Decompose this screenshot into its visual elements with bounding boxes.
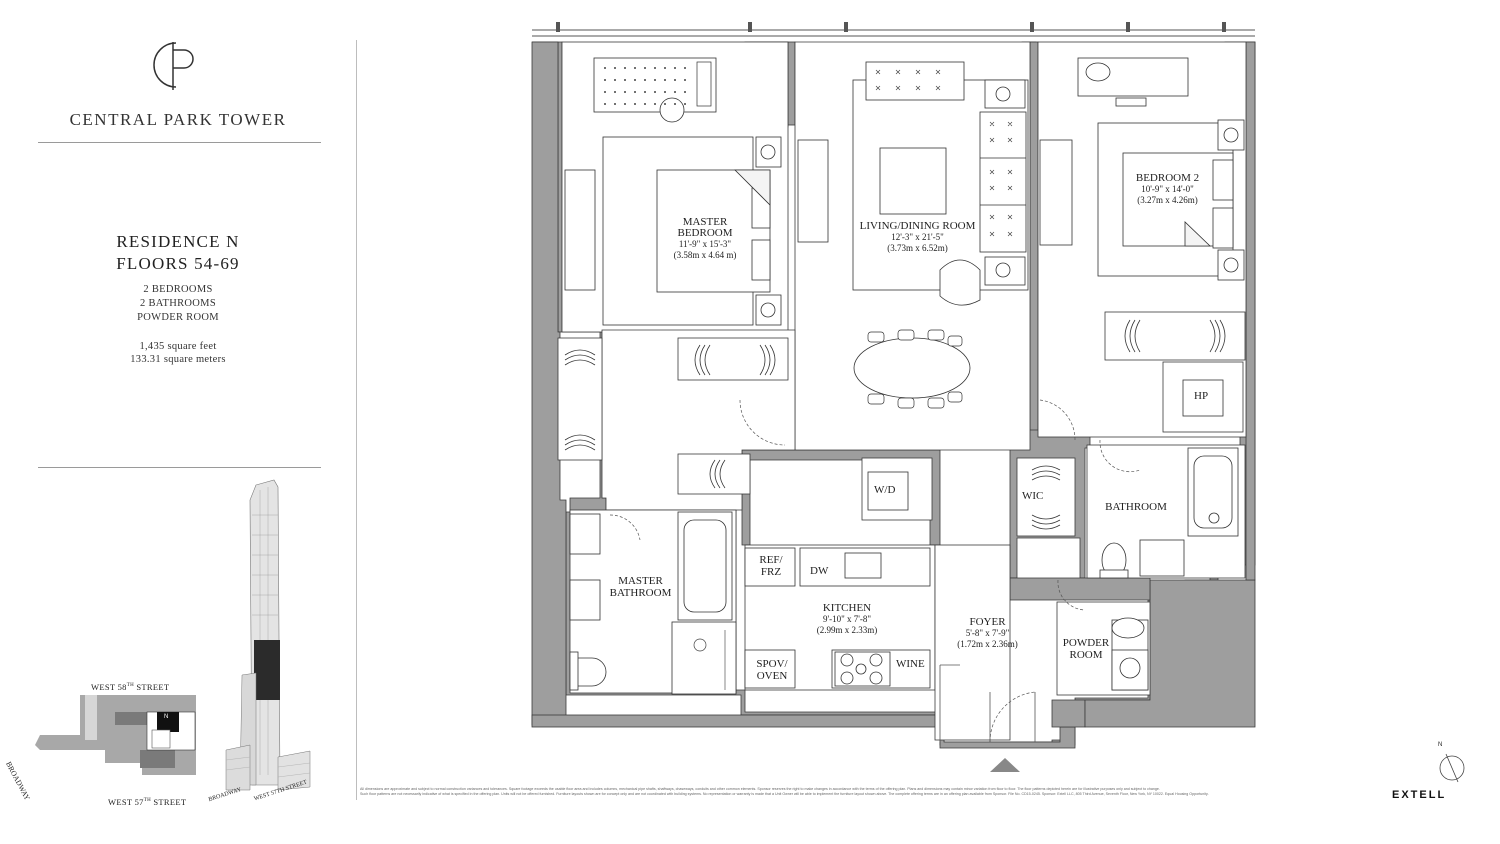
room-label-bedroom-2: BEDROOM 2 10'-9" x 14'-0" (3.27m x 4.26m… — [1135, 172, 1200, 205]
room-label-powder-room: POWDER ROOM — [1062, 637, 1110, 661]
powder-room: POWDER ROOM — [137, 312, 219, 323]
disclaimer: All dimensions are approximate and subje… — [360, 787, 1209, 796]
divider-top — [38, 142, 321, 143]
room-label-living-dining: LIVING/DINING ROOM 12'-3" x 21'-5" (3.73… — [859, 220, 976, 253]
developer-logo: EXTELL — [1392, 789, 1447, 801]
residence-floors: FLOORS 54-69 — [116, 254, 240, 273]
bedroom-count: 2 BEDROOMS — [143, 284, 213, 295]
site-map — [35, 695, 196, 775]
square-meters: 133.31 square meters — [130, 354, 226, 365]
room-label-bathroom: BATHROOM — [1105, 501, 1167, 513]
panel-separator — [356, 40, 357, 800]
label-dw: DW — [810, 565, 829, 577]
tower-elevation — [225, 479, 311, 791]
label-wd: W/D — [874, 484, 896, 496]
brand-title: CENTRAL PARK TOWER — [69, 110, 287, 129]
residence-title: RESIDENCE N — [116, 232, 240, 251]
divider-bottom — [38, 467, 321, 468]
label-spov-oven: SPOV/ OVEN — [756, 658, 788, 682]
north-label: N — [1438, 742, 1443, 748]
room-label-master-bedroom: MASTER BEDROOM 11'-9" x 15'-3" (3.58m x … — [673, 216, 737, 261]
room-label-kitchen: KITCHEN 9'-10" x 7'-8" (2.99m x 2.33m) — [816, 602, 878, 635]
room-label-master-bathroom: MASTER BATHROOM — [609, 575, 672, 599]
square-feet: 1,435 square feet — [139, 341, 217, 352]
unit-marker: N — [164, 714, 169, 720]
bathroom-count: 2 BATHROOMS — [140, 298, 216, 309]
label-wic: WIC — [1022, 490, 1044, 502]
street-west-58: WEST 58TH STREET — [91, 682, 170, 692]
north-compass-icon — [1439, 753, 1465, 783]
street-west-57: WEST 57TH STREET — [108, 797, 187, 807]
label-ref-frz: REF/ FRZ — [759, 554, 783, 578]
label-hp: HP — [1194, 390, 1209, 402]
label-wine: WINE — [896, 658, 925, 670]
room-label-foyer: FOYER 5'-8" x 7'-9" (1.72m x 2.36m) — [957, 616, 1018, 649]
cp-monogram-icon — [153, 42, 194, 90]
